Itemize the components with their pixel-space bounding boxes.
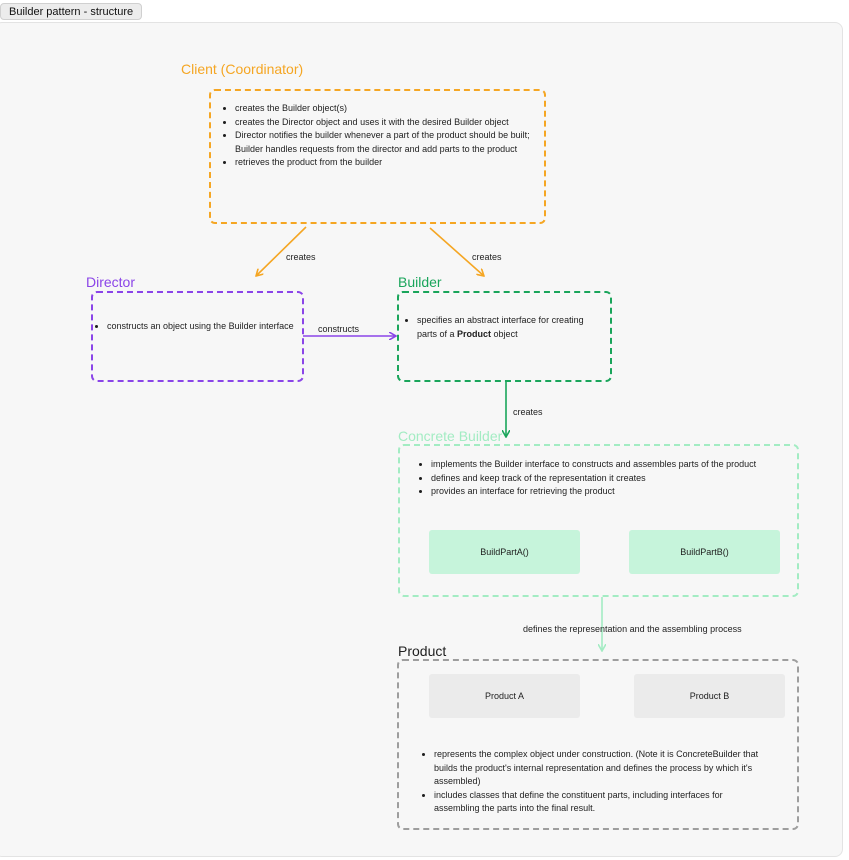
director-box: constructs an object using the Builder i… [91,291,304,382]
client-title: Client (Coordinator) [181,61,304,77]
arrow-client-to-builder [429,227,484,276]
edge-label-client-director: creates [286,252,316,262]
product-list: represents the complex object under cons… [413,748,769,816]
list-item: creates the Builder object(s) [235,102,534,116]
builder-item-text: specifies an abstract interface for crea… [417,315,584,339]
list-item: specifies an abstract interface for crea… [417,314,598,341]
product-b-part: Product B [634,674,785,718]
document-tab[interactable]: Builder pattern - structure [0,3,143,20]
concrete-builder-title: Concrete Builder [398,428,503,444]
list-item: represents the complex object under cons… [434,748,769,789]
list-item: Director notifies the builder whenever a… [235,129,534,156]
builder-title: Builder [398,274,442,290]
builder-item-product: Product [457,328,492,339]
director-list: constructs an object using the Builder i… [93,320,298,334]
builder-box: specifies an abstract interface for crea… [397,291,612,382]
edge-label-client-builder: creates [472,252,502,262]
list-item: constructs an object using the Builder i… [107,320,298,334]
list-item: includes classes that define the constit… [434,789,769,816]
build-part-b-method: BuildPartB() [629,530,780,574]
edge-label-concrete-product: defines the representation and the assem… [523,624,742,634]
list-item: implements the Builder interface to cons… [431,458,789,472]
director-title: Director [86,274,136,290]
edge-label-director-builder: constructs [318,324,360,334]
edge-label-builder-concrete: creates [513,407,543,417]
list-item: defines and keep track of the representa… [431,472,789,486]
list-item: provides an interface for retrieving the… [431,485,789,499]
arrow-client-to-director [256,226,307,276]
concrete-builder-box: implements the Builder interface to cons… [398,444,799,597]
product-title: Product [398,643,447,659]
product-a-part: Product A [429,674,580,718]
build-part-a-method: BuildPartA() [429,530,580,574]
builder-item-suffix: object [491,328,518,339]
concrete-builder-list: implements the Builder interface to cons… [412,458,789,499]
client-list: creates the Builder object(s) creates th… [215,102,534,170]
builder-list: specifies an abstract interface for crea… [399,314,598,341]
list-item: creates the Director object and uses it … [235,116,534,130]
product-box: represents the complex object under cons… [397,659,799,830]
list-item: retrieves the product from the builder [235,156,534,170]
client-box: creates the Builder object(s) creates th… [209,89,546,224]
